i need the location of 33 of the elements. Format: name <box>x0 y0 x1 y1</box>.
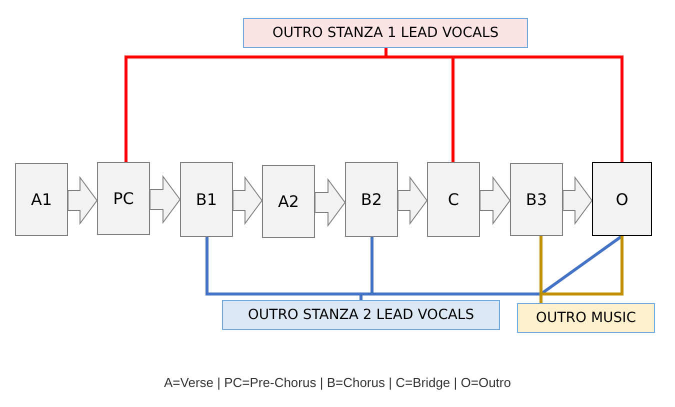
process-box <box>97 162 150 235</box>
section-label: B3 <box>526 190 548 209</box>
block-arrow <box>150 174 181 224</box>
connector-line <box>540 236 624 303</box>
block-arrow <box>562 176 593 226</box>
section-label: B1 <box>196 190 218 209</box>
process-box <box>15 163 68 236</box>
section-label: C <box>448 190 460 209</box>
section-label: O <box>616 190 628 208</box>
block-arrow <box>398 176 428 226</box>
block-arrow <box>480 176 511 226</box>
label-box <box>243 18 528 48</box>
section-label: A1 <box>30 190 52 209</box>
label-box <box>517 303 655 333</box>
process-box <box>427 162 480 237</box>
section-label: B2 <box>360 190 382 209</box>
box-label: OUTRO MUSIC <box>536 310 636 326</box>
caption: A=Verse | PC=Pre-Chorus | B=Chorus | C=Bridge | O=Outro <box>164 375 511 390</box>
process-box <box>180 162 233 237</box>
connector-line <box>384 48 624 162</box>
section-label: PC <box>113 189 134 208</box>
block-arrow <box>232 176 263 226</box>
label-box <box>222 300 500 330</box>
section-label: A2 <box>278 192 300 211</box>
box-label: OUTRO STANZA 1 LEAD VOCALS <box>272 25 499 41</box>
process-box <box>510 163 563 236</box>
block-arrow <box>68 176 98 226</box>
process-box <box>592 162 652 236</box>
connector-line <box>360 234 623 300</box>
process-box <box>262 165 315 238</box>
process-box <box>345 162 398 237</box>
block-arrow <box>314 178 346 228</box>
box-label: OUTRO STANZA 2 LEAD VOCALS <box>248 307 474 323</box>
